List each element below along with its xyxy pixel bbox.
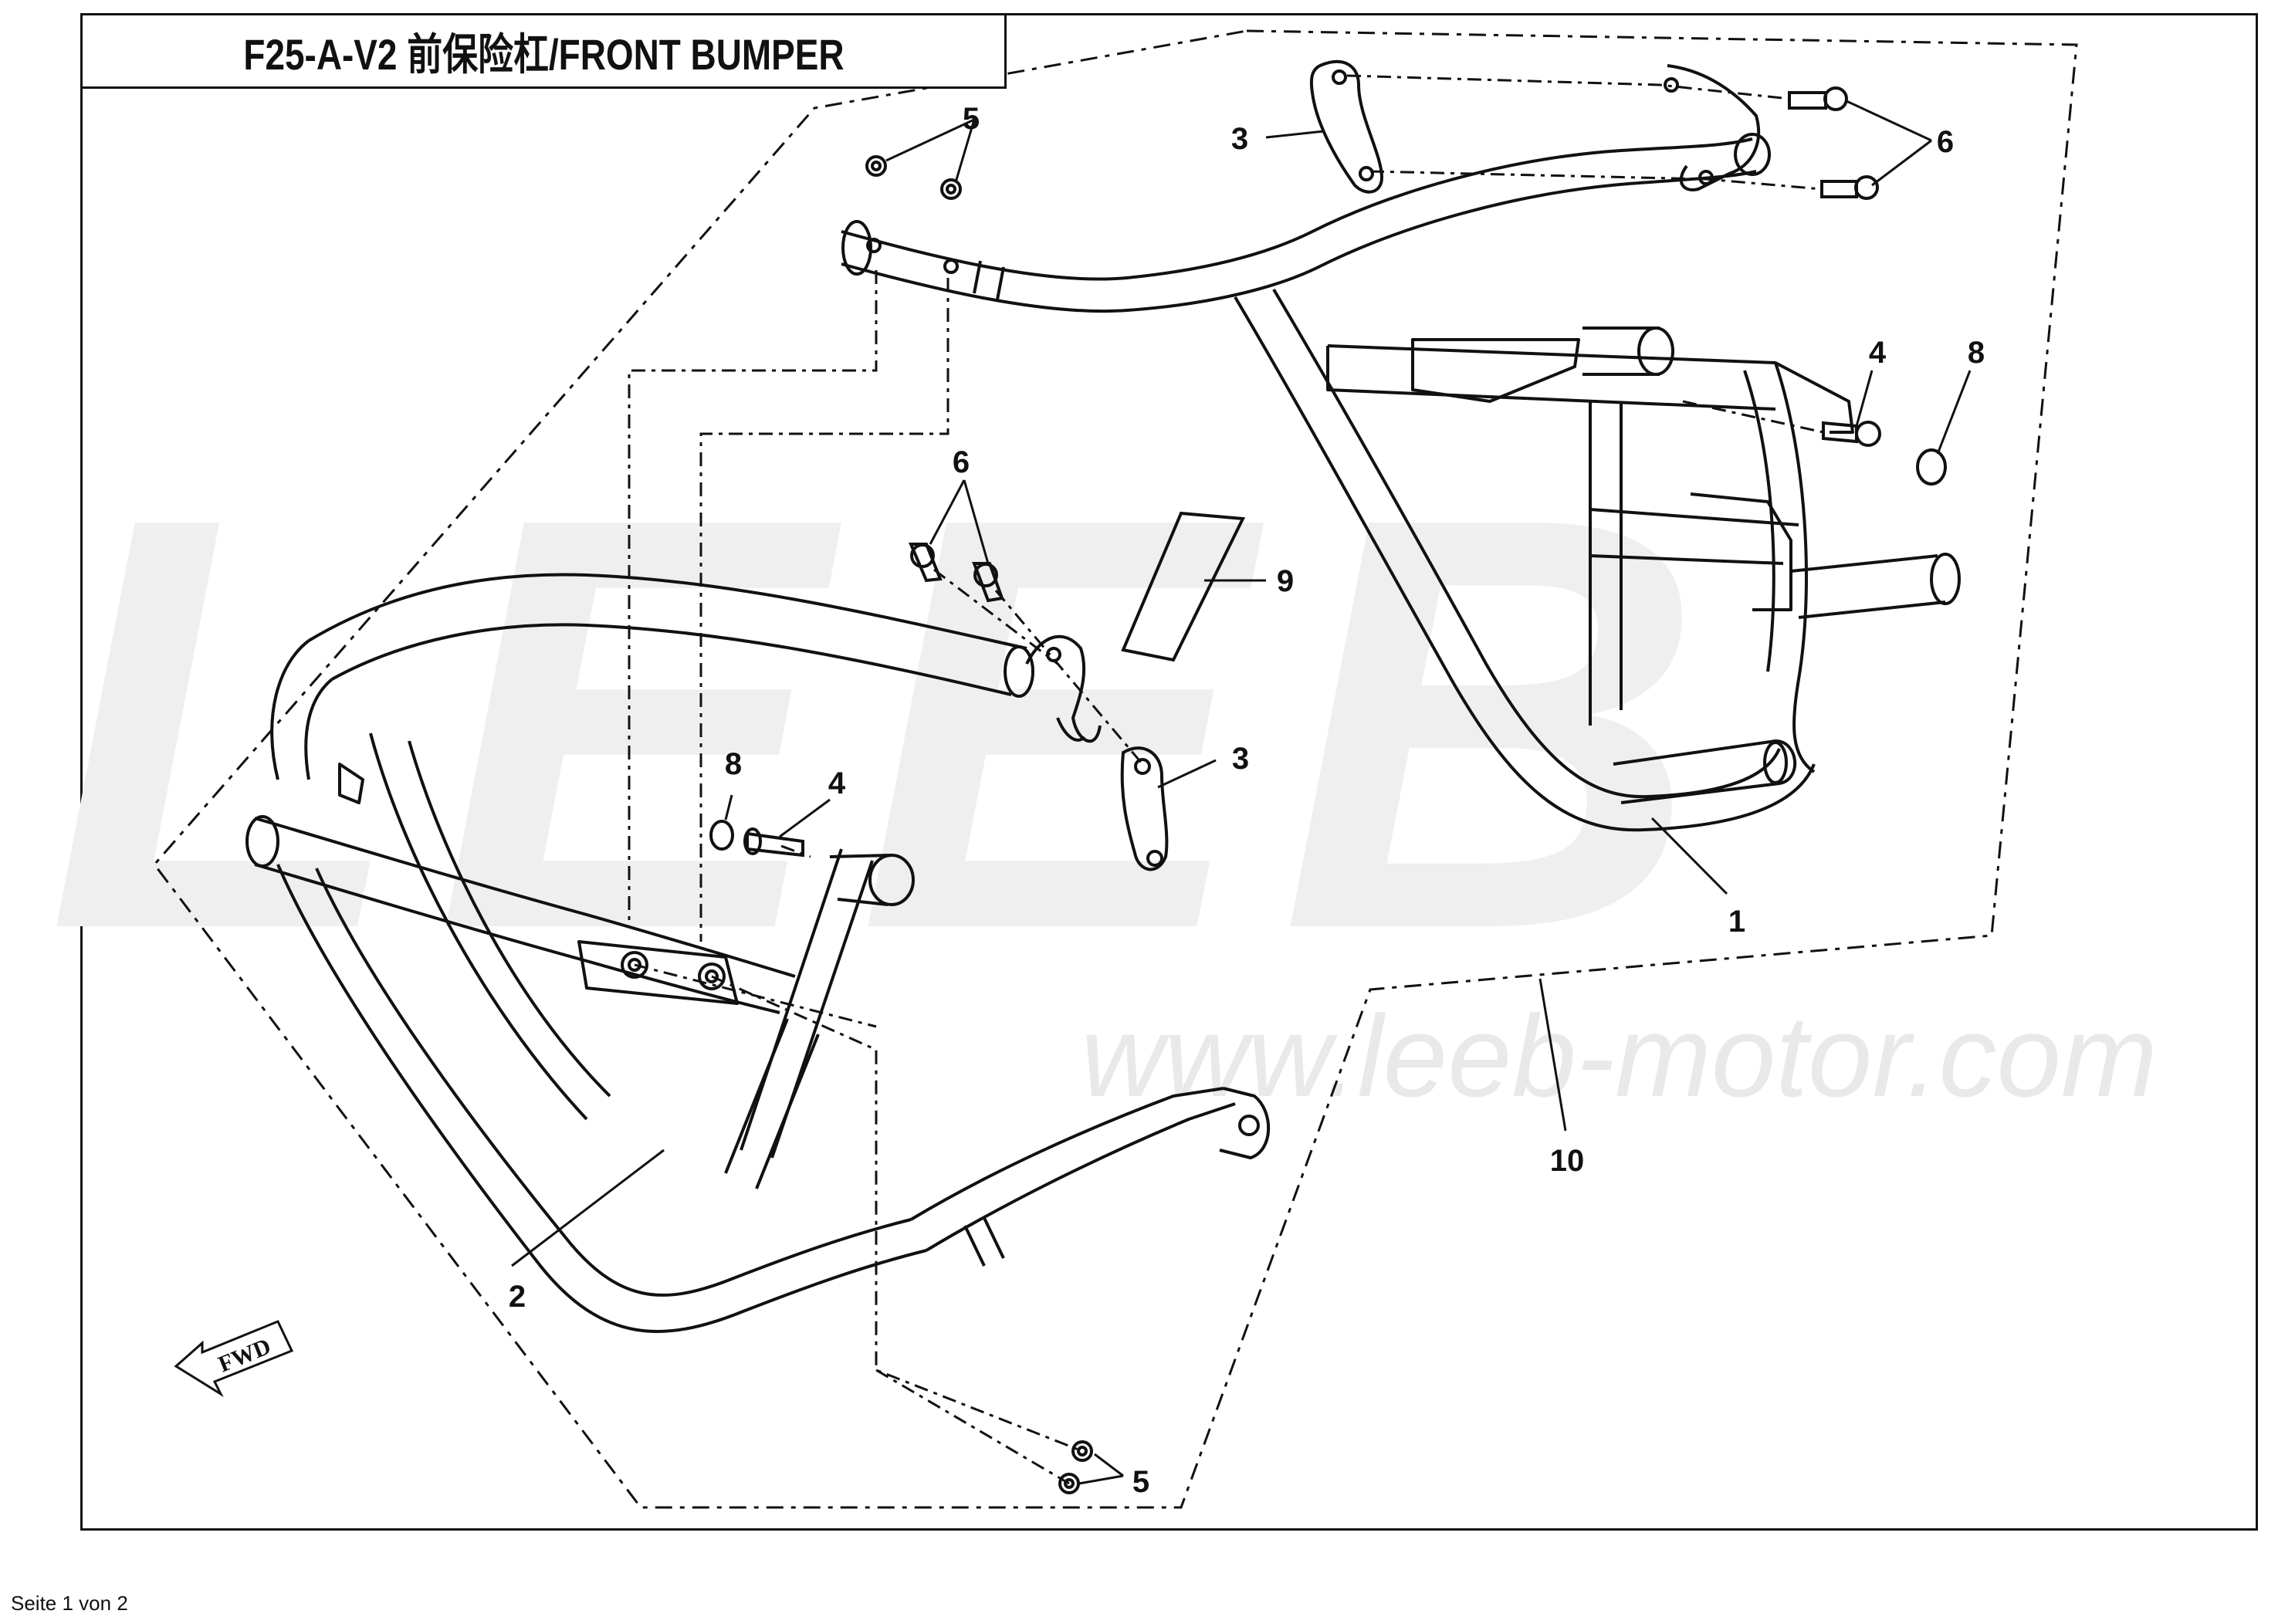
part-2-left-bumper	[245, 573, 1271, 1333]
hardware	[709, 86, 1947, 1494]
part-1-right-bumper	[841, 133, 1961, 832]
assembly-boundary	[153, 29, 2078, 1509]
watermark-url: www.leeb-motor.com	[1081, 991, 2158, 1121]
callout-8a: 8	[1968, 336, 1985, 370]
callout-4b: 4	[828, 766, 846, 800]
part-3-clamp-bottom	[1025, 634, 1169, 871]
page-footer: Seite 1 von 2	[11, 1592, 128, 1615]
callout-1: 1	[1728, 905, 1745, 939]
watermark-logo: LEEB	[46, 396, 1735, 1051]
callout-6b: 6	[953, 445, 970, 479]
callout-5: 5	[1132, 1465, 1149, 1499]
callout-9: 9	[1277, 564, 1294, 598]
callout-8b: 8	[725, 747, 742, 781]
callout-3a: 3	[1231, 122, 1248, 156]
page-title: F25-A-V2 前保险杠/FRONT BUMPER	[242, 29, 845, 79]
callout-6a: 6	[1937, 125, 1954, 159]
assembly-guide-lines	[628, 74, 1824, 1485]
callout-labels: 5 3 6 4 8 6 9 3 8 4 1 10 2 5	[509, 102, 1985, 1499]
callout-3b: 3	[1232, 742, 1249, 776]
callout-7: 5	[963, 102, 980, 136]
fwd-arrow-icon: FWD	[174, 1320, 294, 1398]
part-3-clamp-top	[1309, 59, 1761, 194]
title-box: F25-A-V2 前保险杠/FRONT BUMPER	[80, 13, 1007, 89]
callout-10: 10	[1550, 1144, 1585, 1178]
callout-2: 2	[509, 1280, 526, 1314]
callout-4a: 4	[1869, 336, 1887, 370]
leader-lines	[511, 99, 1972, 1485]
diagram-frame	[80, 13, 2258, 1531]
